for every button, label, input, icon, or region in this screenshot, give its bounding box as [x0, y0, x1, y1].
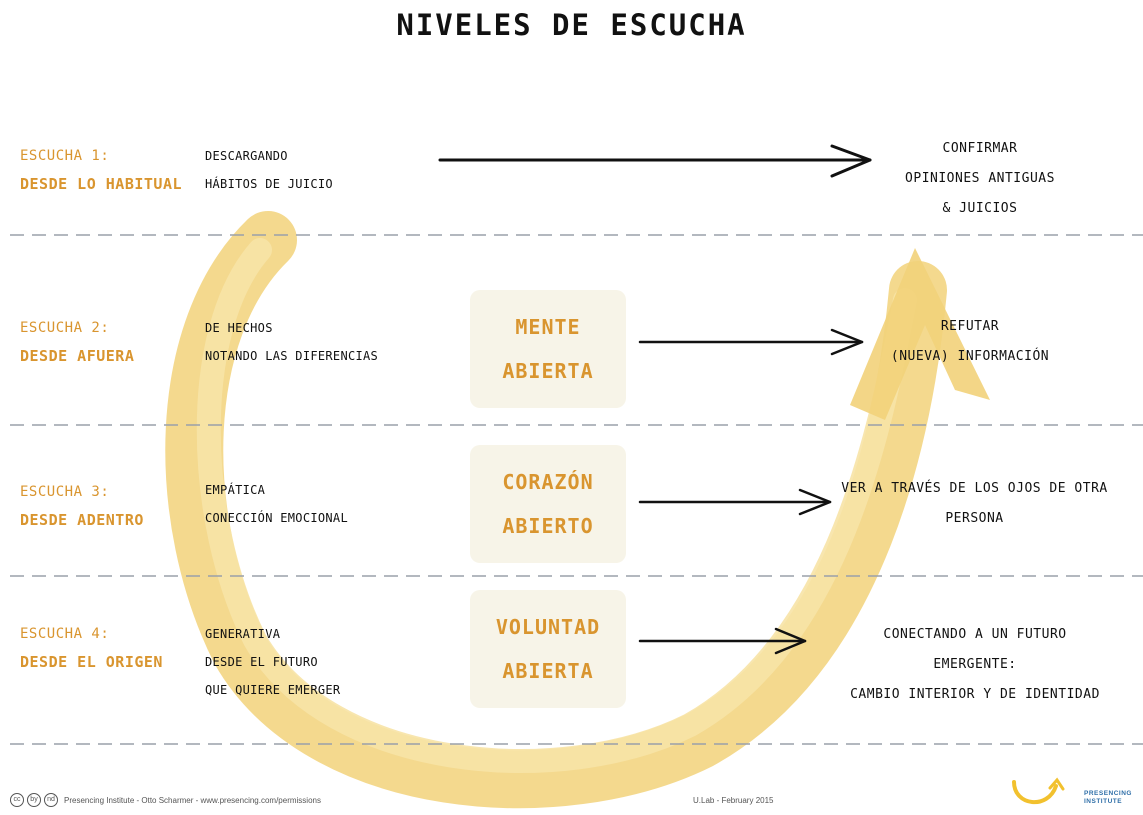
level-1-desc-line: DESCARGANDO	[205, 149, 288, 163]
open-heart-word: CORAZÓN	[502, 470, 594, 494]
arrow-level-2	[638, 328, 864, 356]
level-1-number: ESCUCHA 1:	[20, 148, 110, 164]
level-1-desc-line: HÁBITOS DE JUICIO	[205, 177, 333, 191]
level-2-desc-line: DE HECHOS	[205, 321, 273, 335]
level-3-desc-line: CONECCIÓN EMOCIONAL	[205, 511, 348, 525]
u-curve-arrowhead	[850, 248, 990, 420]
level-4-number: ESCUCHA 4:	[20, 626, 110, 642]
open-mind-word: MENTE	[515, 315, 581, 339]
level-1-outcome-line: CONFIRMAR	[942, 141, 1018, 156]
level-dividers	[10, 234, 1143, 745]
level-2-outcome-line: REFUTAR	[940, 319, 1000, 334]
level-1-label: ESCUCHA 1: DESDE LO HABITUAL	[20, 142, 182, 198]
level-4-label: ESCUCHA 4: DESDE EL ORIGEN	[20, 620, 163, 676]
level-1-name: DESDE LO HABITUAL	[20, 175, 183, 193]
level-1-description: DESCARGANDO HÁBITOS DE JUICIO	[205, 142, 333, 198]
level-4-outcome-line: EMERGENTE:	[933, 657, 1017, 672]
level-4-outcome: CONECTANDO A UN FUTURO EMERGENTE: CAMBIO…	[815, 620, 1135, 710]
arrows	[438, 144, 872, 655]
cc-by-icon: by	[27, 793, 41, 807]
footer-credit: Presencing Institute - Otto Scharmer - w…	[64, 796, 321, 805]
level-4-description: GENERATIVA DESDE EL FUTURO QUE QUIERE EM…	[205, 620, 340, 704]
level-3-name: DESDE ADENTRO	[20, 511, 144, 529]
u-curve-arc	[165, 211, 947, 809]
cc-nd-icon: nd	[44, 793, 58, 807]
footer-date: U.Lab - February 2015	[693, 796, 774, 805]
level-2-desc-line: NOTANDO LAS DIFERENCIAS	[205, 349, 379, 363]
level-3-desc-line: EMPÁTICA	[205, 483, 266, 497]
open-heart-box: CORAZÓN ABIERTO	[470, 445, 626, 563]
level-4-desc-line: DESDE EL FUTURO	[205, 655, 318, 669]
level-3-number: ESCUCHA 3:	[20, 484, 110, 500]
level-1-outcome-line: & JUICIOS	[942, 201, 1018, 216]
level-4-name: DESDE EL ORIGEN	[20, 653, 163, 671]
level-4-desc-line: GENERATIVA	[205, 627, 281, 641]
level-2-number: ESCUCHA 2:	[20, 320, 110, 336]
level-4-outcome-line: CAMBIO INTERIOR Y DE IDENTIDAD	[850, 687, 1100, 702]
level-2-name: DESDE AFUERA	[20, 347, 135, 365]
level-3-outcome: VER A TRAVÉS DE LOS OJOS DE OTRA PERSONA	[812, 474, 1137, 534]
level-4-desc-line: QUE QUIERE EMERGER	[205, 683, 341, 697]
open-mind-box: MENTE ABIERTA	[470, 290, 626, 408]
level-3-label: ESCUCHA 3: DESDE ADENTRO	[20, 478, 144, 534]
logo-line: PRESENCING	[1084, 790, 1132, 797]
level-2-label: ESCUCHA 2: DESDE AFUERA	[20, 314, 134, 370]
logo-line: INSTITUTE	[1084, 798, 1123, 805]
page-title: NIVELES DE ESCUCHA	[396, 8, 747, 42]
open-will-word: VOLUNTAD	[495, 615, 601, 639]
open-mind-word: ABIERTA	[502, 359, 594, 383]
open-will-word: ABIERTA	[502, 659, 594, 683]
level-1-outcome: CONFIRMAR OPINIONES ANTIGUAS & JUICIOS	[850, 134, 1110, 224]
level-2-description: DE HECHOS NOTANDO LAS DIFERENCIAS	[205, 314, 378, 370]
level-4-outcome-line: CONECTANDO A UN FUTURO	[883, 627, 1067, 642]
level-1-outcome-line: OPINIONES ANTIGUAS	[905, 171, 1055, 186]
cc-license-icon: cc	[10, 793, 24, 807]
open-will-box: VOLUNTAD ABIERTA	[470, 590, 626, 708]
presencing-logo-icon	[1012, 777, 1065, 804]
level-3-outcome-line: PERSONA	[945, 511, 1004, 526]
level-3-description: EMPÁTICA CONECCIÓN EMOCIONAL	[205, 476, 348, 532]
open-heart-word: ABIERTO	[502, 514, 594, 538]
presencing-logo-text: PRESENCING INSTITUTE	[1084, 790, 1132, 806]
arrow-level-4	[638, 627, 807, 655]
level-2-outcome: REFUTAR (NUEVA) INFORMACIÓN	[850, 312, 1090, 372]
level-3-outcome-line: VER A TRAVÉS DE LOS OJOS DE OTRA	[841, 481, 1108, 496]
level-2-outcome-line: (NUEVA) INFORMACIÓN	[890, 349, 1050, 364]
arrow-level-1	[438, 144, 872, 178]
arrow-level-3	[638, 488, 832, 516]
